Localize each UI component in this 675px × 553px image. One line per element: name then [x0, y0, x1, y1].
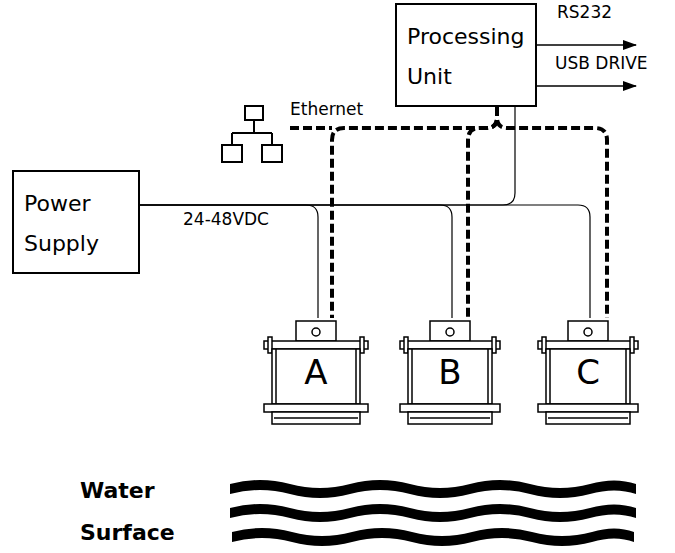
ethernet-cable	[497, 107, 607, 318]
processing-box: Processing Unit	[395, 3, 537, 107]
sensor-letter: A	[262, 351, 370, 393]
output-arrow	[537, 85, 636, 87]
ethernet-cable	[468, 107, 497, 318]
voltage-label: 24-48VDC	[183, 209, 269, 229]
power-wire	[140, 205, 318, 318]
power-wire	[140, 205, 590, 318]
ethernet-bus	[290, 126, 332, 130]
box-title: Processing Unit	[407, 17, 527, 97]
power-wire	[140, 205, 452, 318]
water-label: Water Surface	[80, 470, 190, 553]
power-box: Power Supply	[12, 170, 140, 274]
ethernet-cable	[332, 107, 497, 318]
port-label: RS232	[557, 2, 612, 22]
sensor-unit: C	[536, 318, 640, 426]
box-title: Power Supply	[24, 184, 130, 264]
ethernet-icon	[222, 106, 282, 162]
power-wire	[140, 107, 515, 205]
port-label: USB DRIVE	[555, 53, 648, 73]
sensor-letter: B	[398, 351, 502, 393]
sensor-unit: A	[262, 318, 370, 426]
output-arrow	[537, 44, 636, 46]
sensor-unit: B	[398, 318, 502, 426]
sensor-letter: C	[536, 351, 640, 393]
water-waves	[230, 480, 636, 546]
network-label: Ethernet	[290, 99, 363, 119]
